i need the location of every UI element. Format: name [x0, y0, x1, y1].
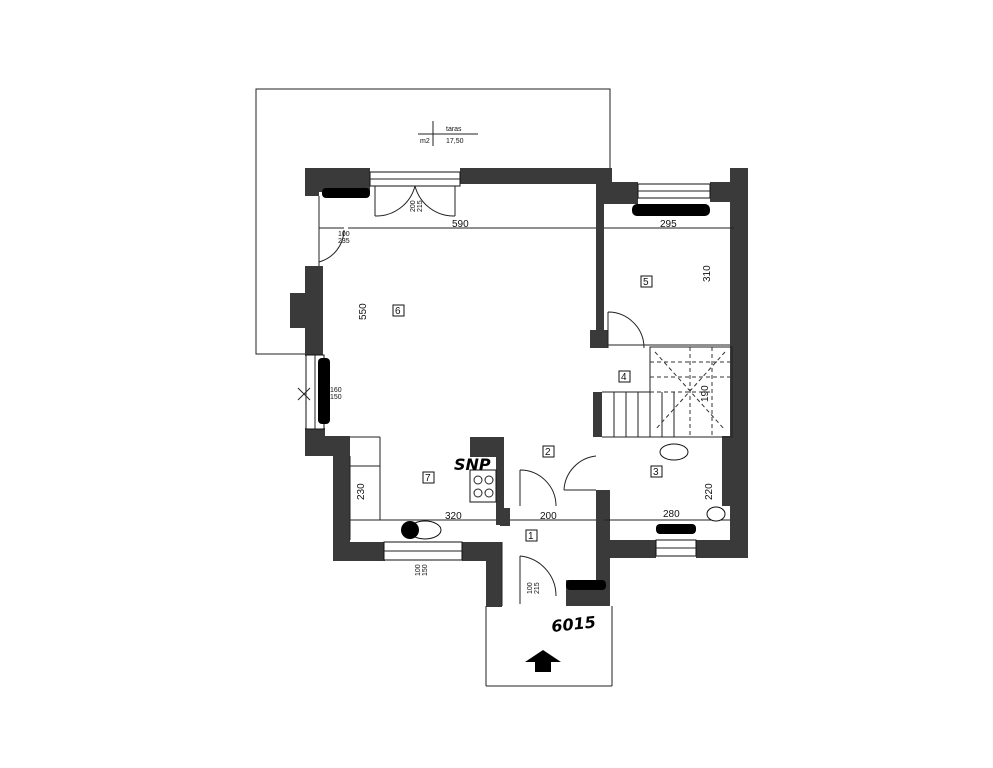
- dimension-stair-depth: 190: [700, 385, 711, 402]
- entry-handwritten-note: 6015: [550, 612, 596, 636]
- inner-lines: [318, 196, 734, 687]
- terrace-name: taras: [446, 126, 462, 133]
- opening-entry-door-b: 215: [534, 582, 541, 594]
- walls: [290, 168, 748, 607]
- terrace: taras m2 17,50: [255, 88, 611, 355]
- room-label-6: 6: [395, 306, 401, 317]
- opening-side-door-a: 100: [338, 231, 350, 238]
- room-label-1: 1: [528, 531, 534, 542]
- compass-mark-icon: [297, 387, 311, 401]
- dimension-hall-width: 200: [540, 511, 557, 522]
- opening-side-door-b: 235: [338, 238, 350, 245]
- windows: [305, 171, 711, 561]
- dimension-room5-width: 295: [660, 219, 677, 230]
- dimension-kitchen-depth: 230: [356, 483, 367, 500]
- opening-window-left-a: 160: [330, 387, 342, 394]
- doors: [318, 185, 645, 604]
- dimension-living-width: 590: [452, 219, 469, 230]
- dimension-kitchen-width: 320: [445, 511, 462, 522]
- redaction-marks: [318, 188, 710, 590]
- kitchen-handwritten-note: SNP: [454, 455, 491, 474]
- room-label-7: 7: [425, 473, 431, 484]
- opening-kitchen-window-a: 100: [415, 564, 422, 576]
- dimension-wc-width: 280: [663, 509, 680, 520]
- staircase: [602, 346, 733, 438]
- room-label-3: 3: [653, 467, 659, 478]
- dimension-wc-depth: 220: [704, 483, 715, 500]
- opening-kitchen-window-b: 150: [422, 564, 429, 576]
- terrace-area: 17,50: [446, 138, 464, 145]
- handwritten-notes: SNP 6015: [454, 455, 597, 636]
- opening-window-left-b: 150: [330, 394, 342, 401]
- opening-terrace-door-a: 200: [410, 200, 417, 212]
- entrance-arrow-icon: [525, 650, 561, 672]
- opening-labels: 200 215 100 235 160 150 100 150 100 215: [330, 200, 541, 594]
- room-labels: 1 2 3 4 5 6 7: [392, 275, 663, 542]
- terrace-unit: m2: [420, 138, 430, 145]
- opening-terrace-door-b: 215: [417, 200, 424, 212]
- room-label-5: 5: [643, 277, 649, 288]
- dimension-room5-depth: 310: [702, 265, 713, 282]
- opening-entry-door-a: 100: [527, 582, 534, 594]
- dimension-labels: 590 295 310 550 190 230 320 200 280 220: [356, 219, 715, 522]
- dimension-living-depth: 550: [358, 303, 369, 320]
- fixtures: [401, 443, 726, 540]
- room-label-2: 2: [545, 447, 551, 458]
- room-label-4: 4: [621, 372, 627, 383]
